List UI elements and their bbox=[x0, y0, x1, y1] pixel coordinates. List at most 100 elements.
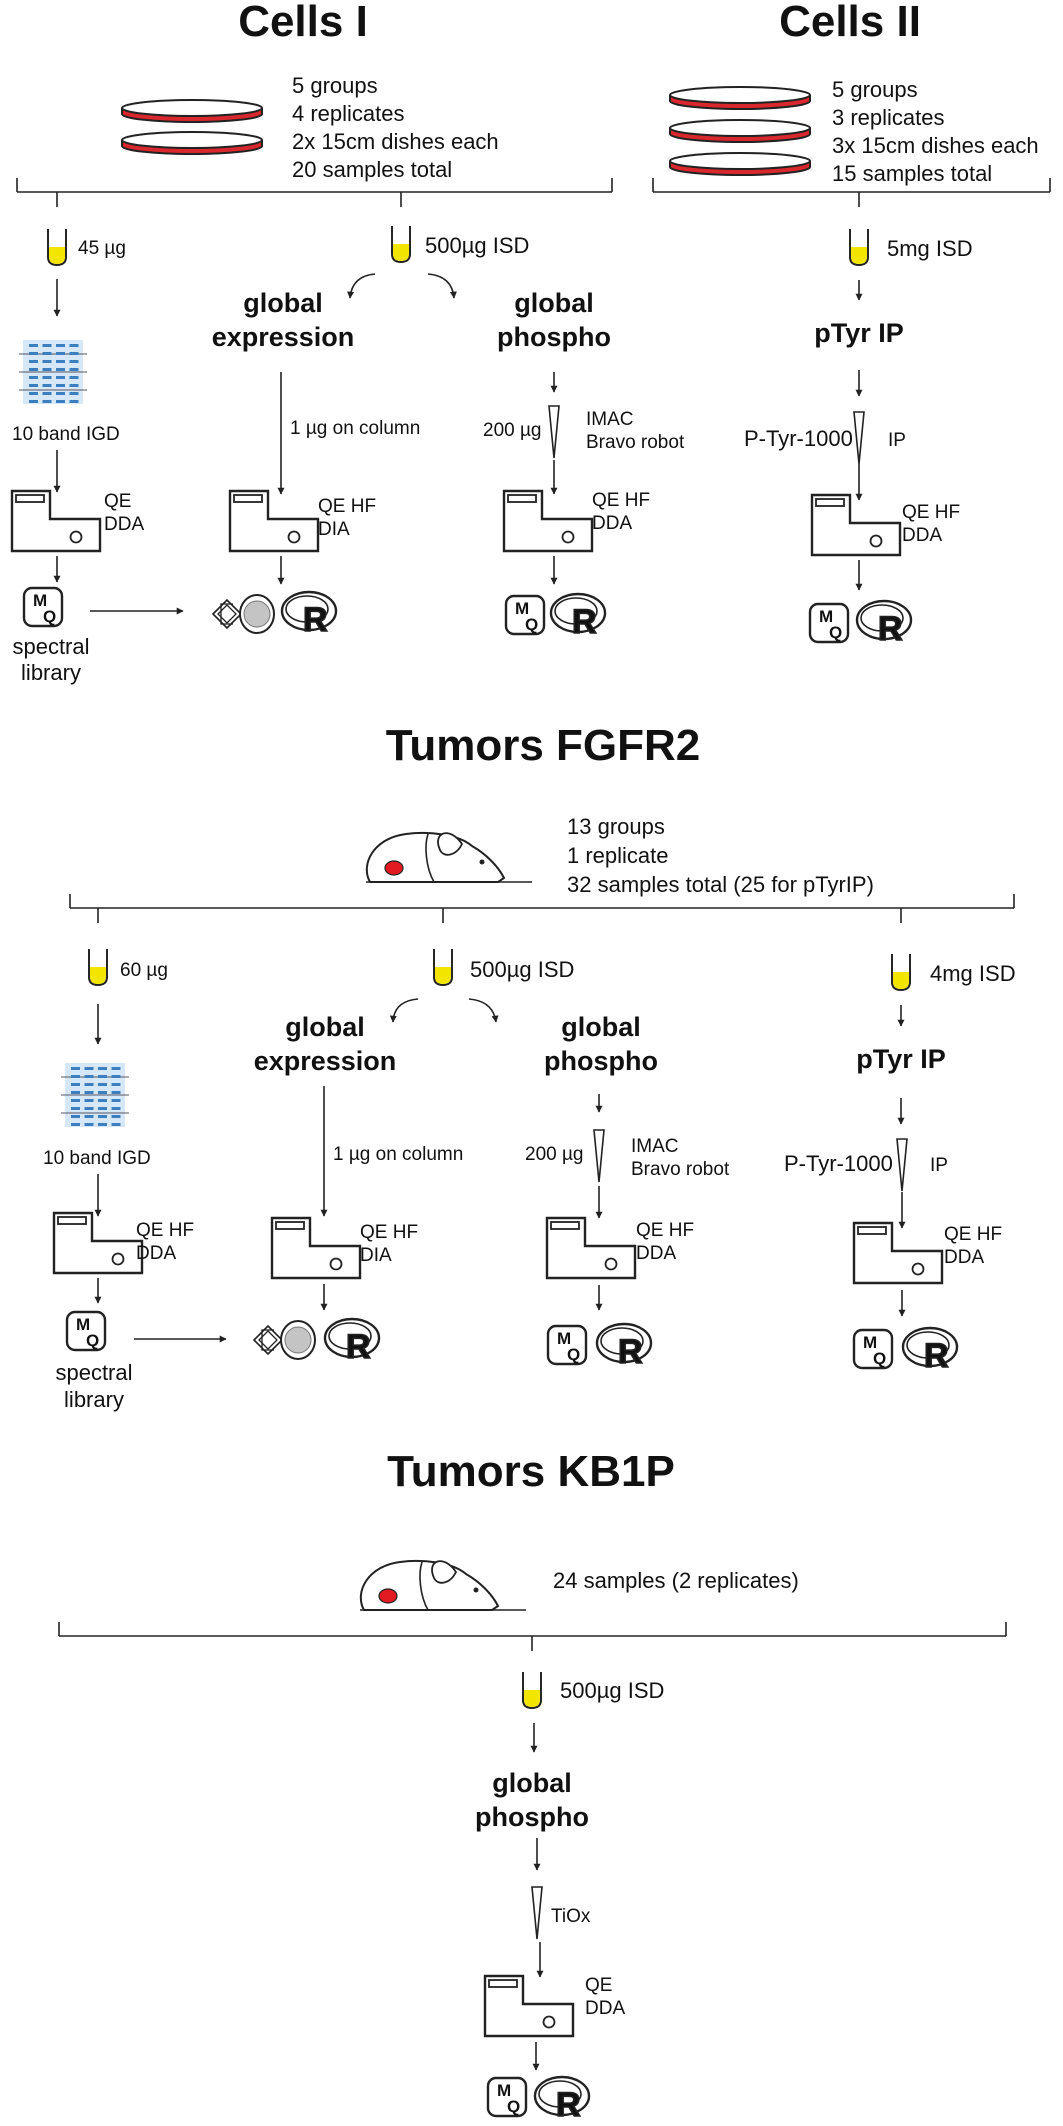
ms-label: DIA bbox=[360, 1245, 392, 1266]
ms-label: QE HF bbox=[360, 1222, 418, 1243]
step-title: phospho bbox=[544, 1046, 658, 1076]
sample-tube-icon bbox=[522, 1671, 542, 1709]
enrichment-label: IMAC bbox=[586, 409, 634, 430]
maxquant-icon bbox=[808, 602, 850, 644]
step-title: pTyr IP bbox=[814, 318, 904, 348]
gel-band bbox=[98, 1123, 107, 1126]
mass-spectrometer-icon bbox=[502, 489, 594, 553]
gel-band bbox=[29, 400, 38, 403]
gel-band bbox=[71, 1083, 80, 1086]
enrichment-tip-icon bbox=[853, 411, 865, 465]
gel-band bbox=[42, 360, 52, 363]
culture-dish-icon bbox=[121, 131, 263, 155]
library-label: library bbox=[21, 660, 81, 685]
gel-band bbox=[56, 344, 65, 347]
gel-band bbox=[56, 360, 65, 363]
gel-band bbox=[98, 1099, 107, 1102]
gel-band bbox=[71, 1067, 80, 1070]
enrichment-tip-icon bbox=[548, 405, 560, 459]
ms-label: QE bbox=[104, 491, 131, 512]
gel-band bbox=[69, 392, 79, 395]
maxquant-icon bbox=[486, 2076, 528, 2118]
gel-band bbox=[42, 384, 52, 387]
sample-tube-icon bbox=[391, 225, 411, 263]
r-logo-icon bbox=[595, 1322, 653, 1373]
ms-label: QE HF bbox=[318, 496, 376, 517]
gel-band bbox=[111, 1115, 121, 1118]
arrow bbox=[468, 998, 499, 1023]
library-label: library bbox=[64, 1387, 124, 1412]
gel-band bbox=[111, 1099, 121, 1102]
sample-info-text: 32 samples total (25 for pTyrIP) bbox=[567, 872, 874, 897]
arrow bbox=[347, 273, 376, 299]
gel-band bbox=[98, 1067, 107, 1070]
step-title: phospho bbox=[475, 1802, 589, 1832]
gel-band bbox=[42, 392, 52, 395]
enrichment-label: IMAC bbox=[631, 1136, 679, 1157]
sample-info-text: 20 samples total bbox=[292, 157, 452, 182]
sample-tube-icon bbox=[433, 948, 453, 986]
amount-label: 45 µg bbox=[78, 238, 126, 259]
gel-band bbox=[56, 368, 65, 371]
mouse-icon bbox=[359, 1559, 527, 1611]
r-logo-icon bbox=[533, 2075, 591, 2126]
gel-band bbox=[56, 352, 65, 355]
step-title: global bbox=[514, 288, 594, 318]
gel-band bbox=[98, 1083, 107, 1086]
sample-info-text: 3 replicates bbox=[832, 105, 945, 130]
gel-band bbox=[29, 376, 38, 379]
gel-label: 10 band IGD bbox=[43, 1148, 151, 1169]
enrichment-tip-icon bbox=[593, 1129, 605, 1183]
amount-label: 200 µg bbox=[525, 1144, 584, 1165]
culture-dish-icon bbox=[669, 119, 811, 143]
mass-spectrometer-icon bbox=[52, 1211, 144, 1275]
ms-label: QE HF bbox=[902, 502, 960, 523]
mass-spectrometer-icon bbox=[852, 1221, 944, 1285]
maxquant-icon bbox=[65, 1310, 107, 1352]
ms-label: QE HF bbox=[636, 1220, 694, 1241]
antibody-label: P-Tyr-1000 bbox=[744, 426, 853, 451]
gel-band bbox=[69, 384, 79, 387]
sample-info-text: 1 replicate bbox=[567, 843, 669, 868]
mouse-icon bbox=[365, 831, 533, 883]
gel-band bbox=[42, 400, 52, 403]
gel-band bbox=[29, 384, 38, 387]
r-logo-icon bbox=[855, 599, 913, 650]
gel-band bbox=[98, 1115, 107, 1118]
sample-tube-icon bbox=[891, 953, 911, 991]
gel-band bbox=[84, 1123, 94, 1126]
gel-band bbox=[69, 368, 79, 371]
gel-band bbox=[71, 1123, 80, 1126]
step-title: global bbox=[285, 1012, 365, 1042]
gel-band bbox=[29, 392, 38, 395]
culture-dish-icon bbox=[669, 152, 811, 176]
gel-band bbox=[111, 1075, 121, 1078]
library-label: spectral bbox=[55, 1360, 132, 1385]
gel-band bbox=[71, 1099, 80, 1102]
gel-band bbox=[84, 1115, 94, 1118]
sample-info-text: 15 samples total bbox=[832, 161, 992, 186]
culture-dish-icon bbox=[121, 99, 263, 123]
arrow bbox=[427, 273, 457, 299]
gel-band bbox=[98, 1107, 107, 1110]
gel-band bbox=[84, 1075, 94, 1078]
enrichment-label: TiOx bbox=[551, 1906, 591, 1927]
ip-label: IP bbox=[888, 430, 906, 451]
section-title-cells-2: Cells II bbox=[779, 0, 921, 46]
ms-label: DDA bbox=[136, 1243, 176, 1264]
gel-band bbox=[98, 1091, 107, 1094]
gel-band bbox=[29, 352, 38, 355]
sample-info-text: 13 groups bbox=[567, 814, 665, 839]
mass-spectrometer-icon bbox=[545, 1216, 637, 1280]
gel-band bbox=[29, 368, 38, 371]
maxquant-icon bbox=[22, 586, 64, 628]
on-column-label: 1 µg on column bbox=[290, 418, 420, 439]
mass-spectrometer-icon bbox=[810, 493, 902, 557]
isd-amount: 500µg ISD bbox=[425, 233, 529, 258]
step-title: global bbox=[561, 1012, 641, 1042]
gel-band bbox=[69, 376, 79, 379]
ms-label: DDA bbox=[592, 513, 632, 534]
sample-info-text: 4 replicates bbox=[292, 101, 405, 126]
gel-band bbox=[42, 352, 52, 355]
